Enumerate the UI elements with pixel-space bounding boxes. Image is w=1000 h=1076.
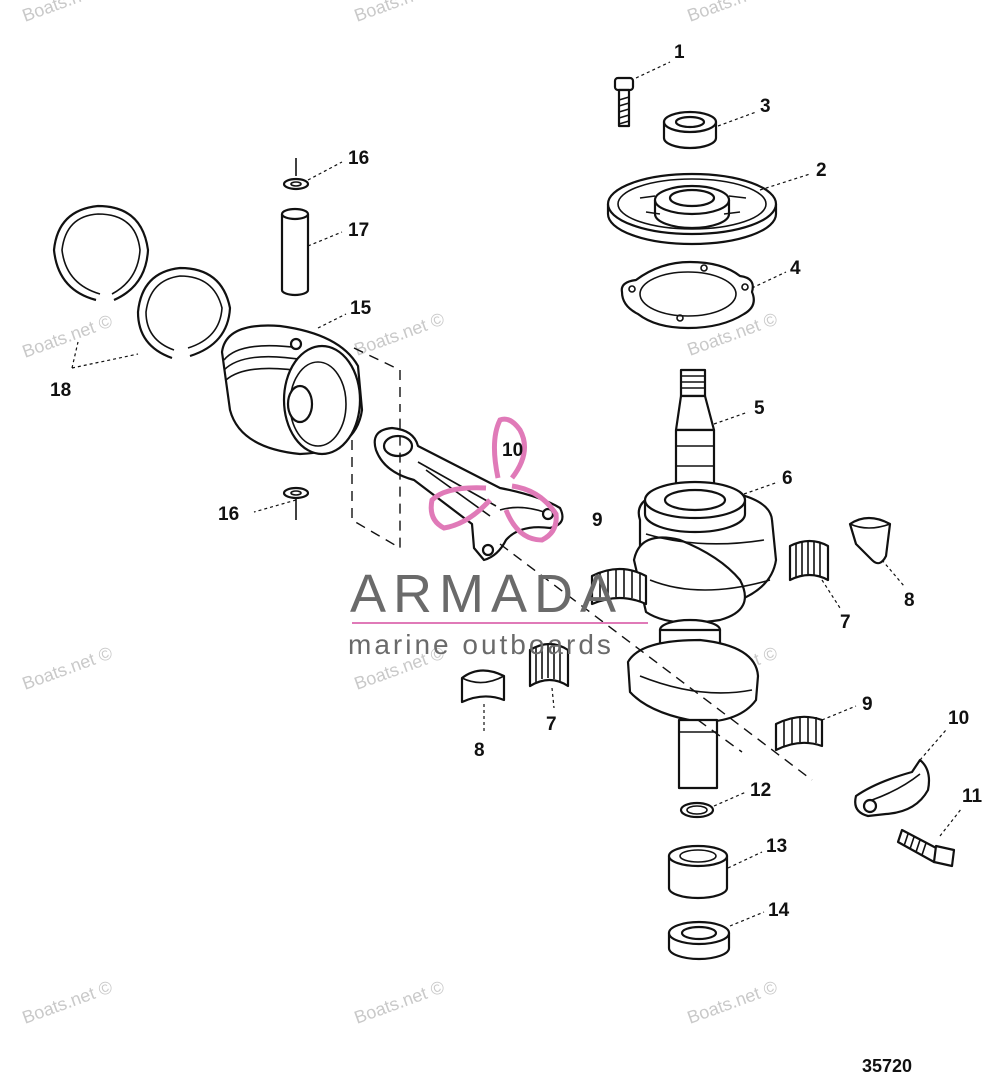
- brand-name: ARMADA: [350, 564, 623, 624]
- part-3-seal[interactable]: [662, 110, 718, 150]
- callout-17: 17: [348, 220, 369, 241]
- callout-5: 5: [754, 398, 765, 419]
- callout-7: 7: [546, 714, 557, 735]
- part-8-bearing-race[interactable]: [460, 669, 506, 704]
- callout-9: 9: [862, 694, 873, 715]
- callout-11: 11: [962, 786, 983, 807]
- part-6-upper-ball-bearing[interactable]: [643, 480, 747, 534]
- callout-15: 15: [350, 298, 372, 319]
- leader-lines: [71, 61, 963, 927]
- watermark: Boats.net ©: [685, 0, 780, 26]
- part-17-piston-pin[interactable]: [280, 207, 310, 297]
- callout-12: 12: [750, 780, 771, 801]
- callout-18: 18: [50, 380, 71, 401]
- callout-14: 14: [768, 900, 790, 921]
- part-18-piston-ring[interactable]: [136, 266, 232, 360]
- watermark: Boats.net ©: [20, 0, 115, 26]
- watermark: Boats.net ©: [20, 977, 115, 1028]
- part-14-oil-seal[interactable]: [667, 920, 731, 961]
- part-8-bearing-race[interactable]: [848, 516, 892, 565]
- part-10-rod-cap[interactable]: [854, 758, 931, 818]
- brand-tagline: marine outboards: [348, 629, 614, 660]
- part-2-end-cap[interactable]: [606, 172, 778, 246]
- part-4-gasket[interactable]: [620, 260, 755, 330]
- part-13-needle-bearing[interactable]: [667, 844, 729, 900]
- callout-10: 10: [502, 440, 523, 461]
- part-18-piston-ring[interactable]: [52, 204, 150, 302]
- part-16-pin-retainer[interactable]: [282, 158, 310, 191]
- part-15-piston[interactable]: [220, 324, 401, 550]
- alignment-lines: [499, 543, 813, 781]
- part-16-pin-retainer[interactable]: [282, 486, 310, 520]
- watermark: Boats.net ©: [352, 0, 447, 26]
- callout-4: 4: [790, 258, 801, 279]
- callout-10: 10: [948, 708, 969, 729]
- callout-13: 13: [766, 836, 787, 857]
- callout-16: 16: [218, 504, 239, 525]
- part-7-roller-cage[interactable]: [788, 539, 830, 582]
- figure-number: 35720: [862, 1056, 912, 1076]
- callout-8: 8: [474, 740, 485, 761]
- callout-16: 16: [348, 148, 369, 169]
- callout-3: 3: [760, 96, 771, 117]
- part-11-rod-bolt[interactable]: [896, 828, 956, 868]
- propeller-icon: [428, 416, 559, 543]
- callout-6: 6: [782, 468, 793, 489]
- part-7-roller-cage[interactable]: [528, 642, 570, 688]
- part-12-retaining-ring[interactable]: [679, 801, 715, 819]
- callout-2: 2: [816, 160, 827, 181]
- callout-7: 7: [840, 612, 851, 633]
- part-5-crankshaft[interactable]: [626, 368, 778, 790]
- part-9-roller-half[interactable]: [774, 715, 824, 752]
- callout-1: 1: [674, 42, 685, 63]
- part-1-bolt[interactable]: [613, 76, 635, 128]
- callout-8: 8: [904, 590, 915, 611]
- watermark: Boats.net ©: [685, 977, 780, 1028]
- watermark: Boats.net ©: [20, 311, 115, 362]
- brand-logo: ARMADA marine outboards: [348, 416, 648, 660]
- callout-9: 9: [592, 510, 603, 531]
- part-9-roller-half[interactable]: [590, 567, 648, 606]
- watermark: Boats.net ©: [20, 643, 115, 694]
- watermark: Boats.net ©: [352, 977, 447, 1028]
- callouts: 1 3 2 4 5 6 9 10 7 8 9 10 11 12 13 14 7 …: [50, 42, 983, 1076]
